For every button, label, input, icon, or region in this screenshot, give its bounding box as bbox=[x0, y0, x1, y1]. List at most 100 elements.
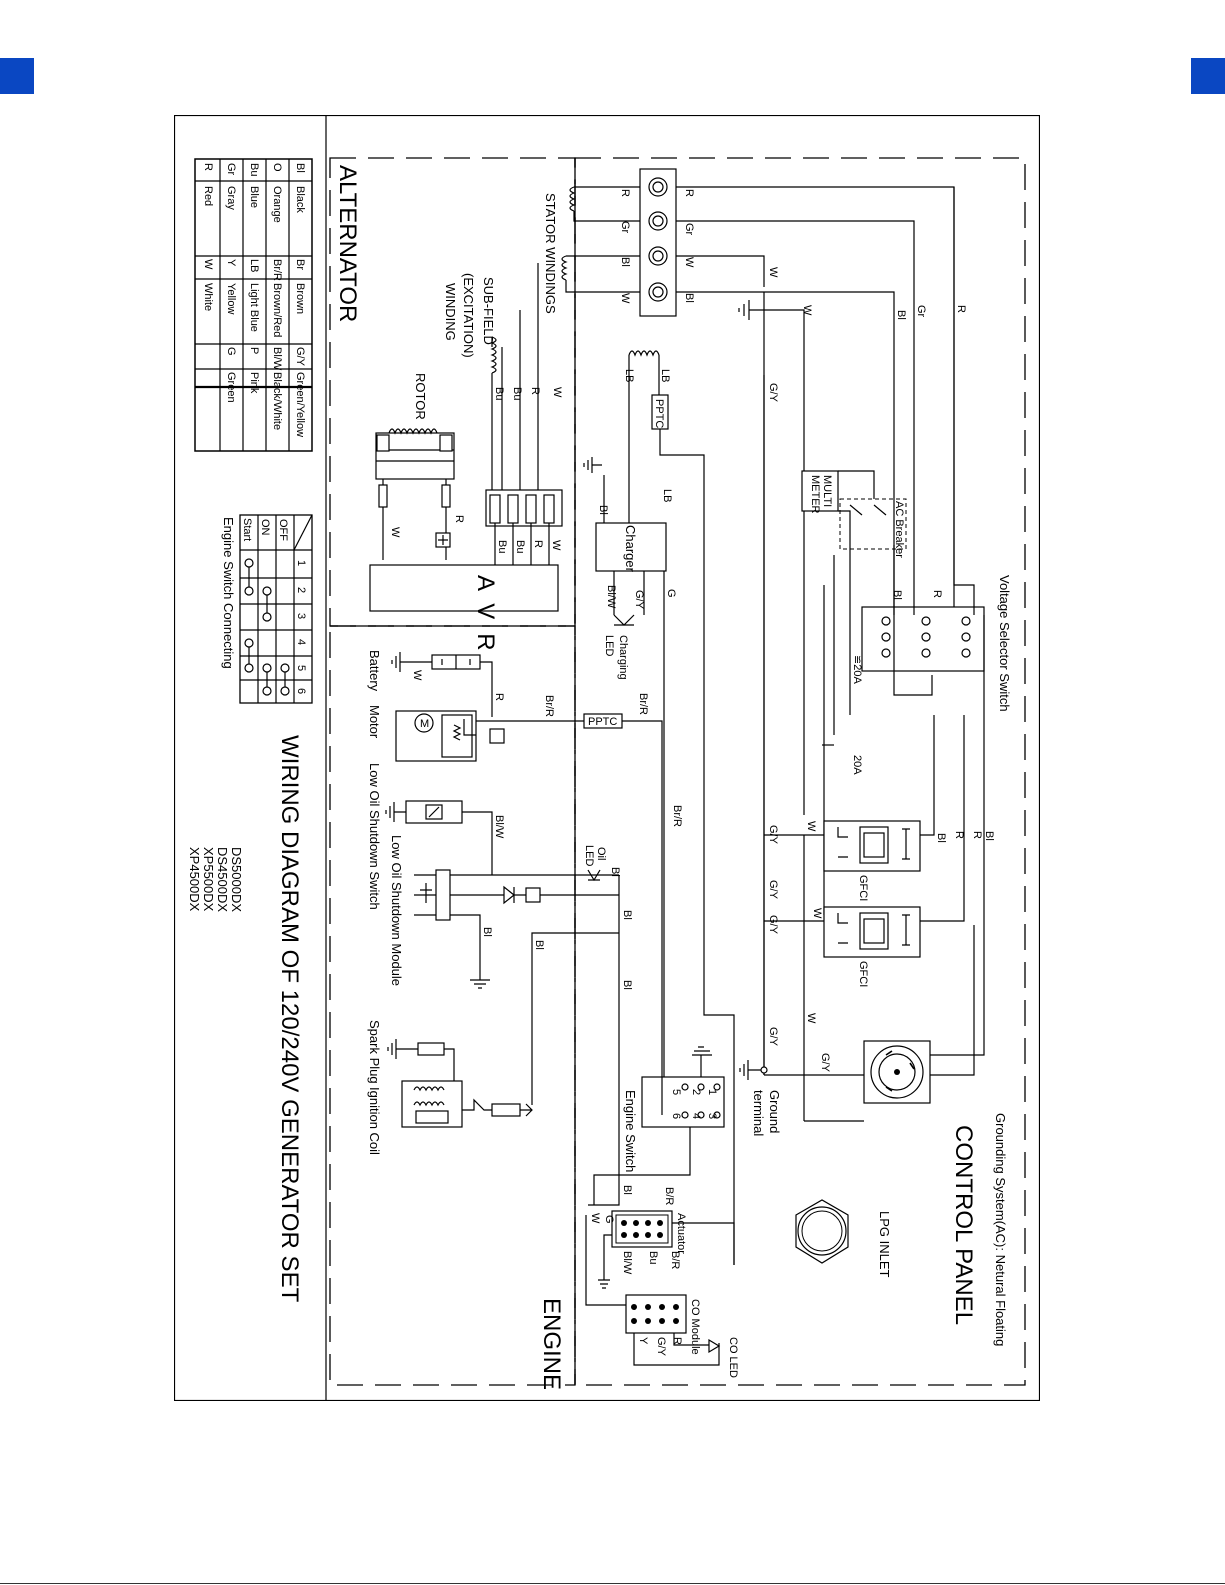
control-panel-title: CONTROL PANEL bbox=[950, 1125, 977, 1325]
low-oil-module bbox=[435, 869, 451, 921]
multimeter-label: METER bbox=[809, 475, 821, 514]
wire-label: Gr bbox=[619, 221, 631, 234]
wire-label: Bu bbox=[511, 387, 523, 400]
fuse-label: ≌20A bbox=[851, 655, 863, 684]
subfield-label: (EXCITATION) bbox=[461, 273, 476, 358]
fuse-label: 20A bbox=[851, 755, 863, 775]
wire-label: R bbox=[931, 590, 943, 598]
switch-col: 5 bbox=[295, 665, 307, 671]
subfield-label: WINDING bbox=[443, 283, 458, 341]
motor-label: Motor bbox=[367, 705, 382, 739]
switch-col: 6 bbox=[295, 688, 307, 694]
legend-name: White bbox=[202, 283, 214, 311]
wire-label: R bbox=[955, 305, 967, 313]
wire-label: Bl bbox=[533, 940, 545, 950]
wire-label: Bu bbox=[514, 540, 526, 553]
legend-code: G bbox=[225, 347, 237, 356]
legend-code: O bbox=[271, 163, 283, 172]
wire-label: W bbox=[619, 293, 631, 304]
wire-label: B/R bbox=[669, 1251, 681, 1269]
wire-label: G/Y bbox=[767, 1027, 779, 1047]
switch-col: 2 bbox=[295, 587, 307, 593]
spark-plug bbox=[417, 1042, 445, 1056]
wire-label: W bbox=[550, 540, 562, 551]
wire-label: W bbox=[811, 908, 823, 919]
wire-label: W bbox=[683, 257, 695, 268]
wire-label: Br/R bbox=[671, 805, 683, 827]
wire-label: W bbox=[551, 387, 563, 398]
wire-label: Bl bbox=[619, 257, 631, 267]
switch-row-on: ON bbox=[259, 519, 271, 536]
legend-name: Green/Yellow bbox=[294, 372, 306, 437]
wire-label: LB bbox=[661, 489, 673, 502]
actuator-label: Actuator bbox=[675, 1213, 687, 1254]
avr-box bbox=[369, 564, 559, 612]
switch-pin: 1 bbox=[706, 1089, 718, 1095]
wire-label: Br/R bbox=[637, 693, 649, 715]
engine-switch-caption: Engine Switch Connecting bbox=[221, 517, 236, 669]
charging-led-label: LED bbox=[603, 635, 615, 656]
wire-label: Bl/W bbox=[605, 585, 617, 609]
legend-code: P bbox=[248, 347, 260, 354]
co-module-label: CO Module bbox=[689, 1299, 701, 1355]
stator-label: STATOR WINDINGS bbox=[543, 193, 558, 314]
twist-lock-outlet bbox=[863, 1040, 931, 1104]
switch-pin: 4 bbox=[690, 1113, 702, 1119]
wire-label: LB bbox=[659, 369, 671, 382]
oil-led-label: Oil bbox=[595, 847, 607, 860]
ground-terminal-label: Ground bbox=[767, 1090, 782, 1133]
avr-label: AVR bbox=[472, 575, 499, 665]
wire-label: G/Y bbox=[819, 1053, 831, 1073]
gfci-label: GFCI bbox=[857, 961, 869, 987]
wire-label: Bl bbox=[481, 927, 493, 937]
wire-label: W bbox=[805, 1013, 817, 1024]
model-name: XP5500DX bbox=[201, 847, 216, 912]
alternator-title: ALTERNATOR bbox=[334, 165, 361, 322]
wire-label: B/R bbox=[663, 1187, 675, 1205]
wire-label: R bbox=[953, 831, 965, 839]
page-bottom-rule bbox=[0, 1583, 1225, 1584]
wire-label: G/Y bbox=[767, 383, 779, 403]
wire-label: Bu bbox=[493, 387, 505, 400]
legend-code: Bl/W bbox=[271, 347, 283, 371]
co-module bbox=[625, 1294, 687, 1334]
wire-label: Bl bbox=[621, 980, 633, 990]
legend-code: LB bbox=[248, 259, 260, 272]
legend-name: Orange bbox=[271, 186, 283, 223]
legend-code: R bbox=[202, 163, 214, 171]
wire-label: G/Y bbox=[767, 915, 779, 935]
wire-label: Bu bbox=[496, 540, 508, 553]
switch-col: 4 bbox=[295, 639, 307, 645]
wire-label: G/Y bbox=[767, 825, 779, 845]
legend-name: Black/White bbox=[271, 372, 283, 430]
wire-label: Bl bbox=[891, 590, 903, 600]
wire-label: W bbox=[801, 305, 813, 316]
wire-label: Br/R bbox=[543, 695, 555, 717]
charging-led-label: Charging bbox=[617, 635, 629, 680]
pptc-mid bbox=[583, 713, 623, 729]
wire-label: G bbox=[665, 589, 677, 598]
wire-label: Bl bbox=[621, 1185, 633, 1195]
lpg-inlet-label: LPG INLET bbox=[877, 1211, 892, 1278]
wire-label: W bbox=[411, 670, 423, 681]
model-name: XP4500DX bbox=[187, 847, 202, 912]
wire-label: Bl bbox=[895, 310, 907, 320]
wire-label: R bbox=[493, 693, 505, 701]
ac-breaker bbox=[839, 498, 907, 550]
model-name: DS4500DX bbox=[215, 847, 230, 912]
charger-label: Charger bbox=[623, 525, 638, 573]
wiring-diagram: Bl Black Br Brown G/Y Green/Yellow O Ora… bbox=[174, 115, 1040, 1401]
wire-label: R bbox=[671, 1337, 683, 1345]
wire-label: Bl bbox=[621, 910, 633, 920]
spark-plug-label: Spark Plug bbox=[367, 1020, 382, 1084]
subfield-label: SUB-FIELD bbox=[481, 277, 496, 345]
legend-name: Light Blue bbox=[248, 283, 260, 332]
wire-label: Bl/W bbox=[493, 815, 505, 839]
low-oil-switch-label: Low Oil Shutdown Switch bbox=[367, 763, 382, 910]
switch-pin: 6 bbox=[670, 1113, 682, 1119]
legend-code: Gr bbox=[225, 163, 237, 176]
wire-label: G bbox=[603, 1215, 615, 1224]
low-oil-module-label: Low Oil Shutdown Module bbox=[389, 835, 404, 986]
gfci-outlet-2: GFCI bbox=[823, 906, 921, 987]
legend-name: Brown bbox=[294, 283, 306, 314]
